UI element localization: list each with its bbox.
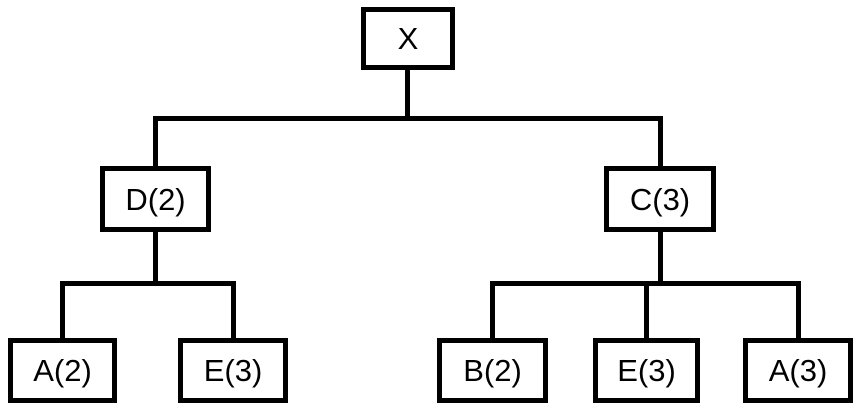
edge-drop-to-c3 (658, 116, 663, 166)
edge-drop-to-a2 (60, 281, 65, 338)
tree-node-b2: B(2) (437, 338, 548, 403)
tree-node-a3: A(3) (743, 338, 853, 403)
edge-drop-to-e3-right (644, 281, 649, 338)
edge-drop-to-b2 (490, 281, 495, 338)
edge-drop-to-e3-left (231, 281, 236, 338)
tree-node-c3: C(3) (604, 166, 716, 232)
tree-node-e3-left: E(3) (178, 338, 288, 403)
edge-level1-bus (153, 116, 663, 121)
edge-drop-to-a3 (796, 281, 801, 338)
edge-c3-stem (658, 232, 663, 286)
tree-node-a2: A(2) (8, 338, 117, 403)
edge-drop-to-d2 (153, 116, 158, 166)
edge-d2-stem (153, 232, 158, 286)
tree-node-d2: D(2) (100, 166, 211, 232)
tree-node-e3-right: E(3) (593, 338, 700, 403)
edge-d2-children-bus (60, 281, 236, 286)
tree-node-root: X (361, 7, 455, 70)
edge-root-stem (405, 70, 410, 121)
